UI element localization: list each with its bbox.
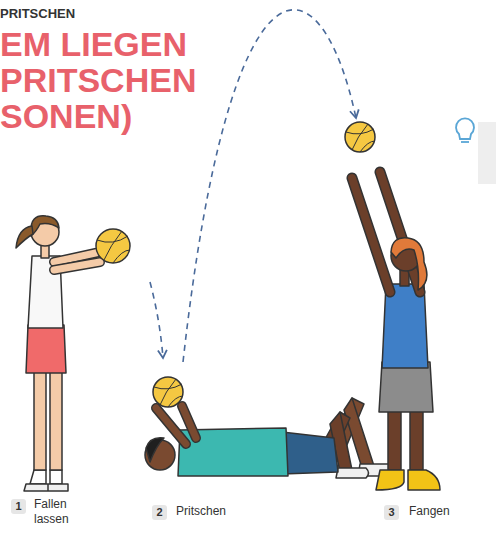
person-dropping [16,216,100,491]
exercise-title: EM LIEGEN PRITSCHEN SONEN) [0,26,215,134]
volleyball [96,229,130,263]
shoe [376,470,440,490]
shoe [24,484,68,491]
lightbulb-icon [456,118,474,142]
leg [388,410,423,470]
step-number: 2 [152,505,167,520]
arm [182,406,196,438]
arm-outline [156,408,186,444]
arm-outline [380,172,420,292]
ponytail [16,226,33,248]
volleyball [345,122,375,152]
shorts [282,432,338,474]
leg [34,372,62,470]
arm [156,408,186,444]
step-label: Pritschen [176,504,226,519]
ball-path [150,282,163,358]
ball-seam [346,124,375,152]
arm [380,172,420,292]
sock [30,470,62,484]
ball-seam [154,379,183,407]
ball-path [183,10,356,362]
shorts [379,362,433,412]
bulb-base [461,141,469,143]
person-catching [352,172,440,490]
arm [54,262,100,270]
ball [96,229,130,263]
category-label: PRITSCHEN [0,6,75,21]
ball-seam [97,231,130,263]
arm-outline [54,262,100,270]
ball [345,122,375,152]
hair [391,238,427,290]
shorts [26,325,66,373]
bulb [456,118,474,139]
arm-outline [182,406,196,438]
ball [153,377,183,407]
step-number: 1 [11,499,26,514]
shoe [336,468,369,478]
volleyball [153,377,183,407]
person-lying [145,398,393,478]
hair [146,438,164,462]
hair [31,216,59,236]
step-label: Fangen [409,504,450,519]
step-number: 3 [384,505,399,520]
tip-box [478,122,496,184]
step-label: Fallen lassen [34,497,94,527]
